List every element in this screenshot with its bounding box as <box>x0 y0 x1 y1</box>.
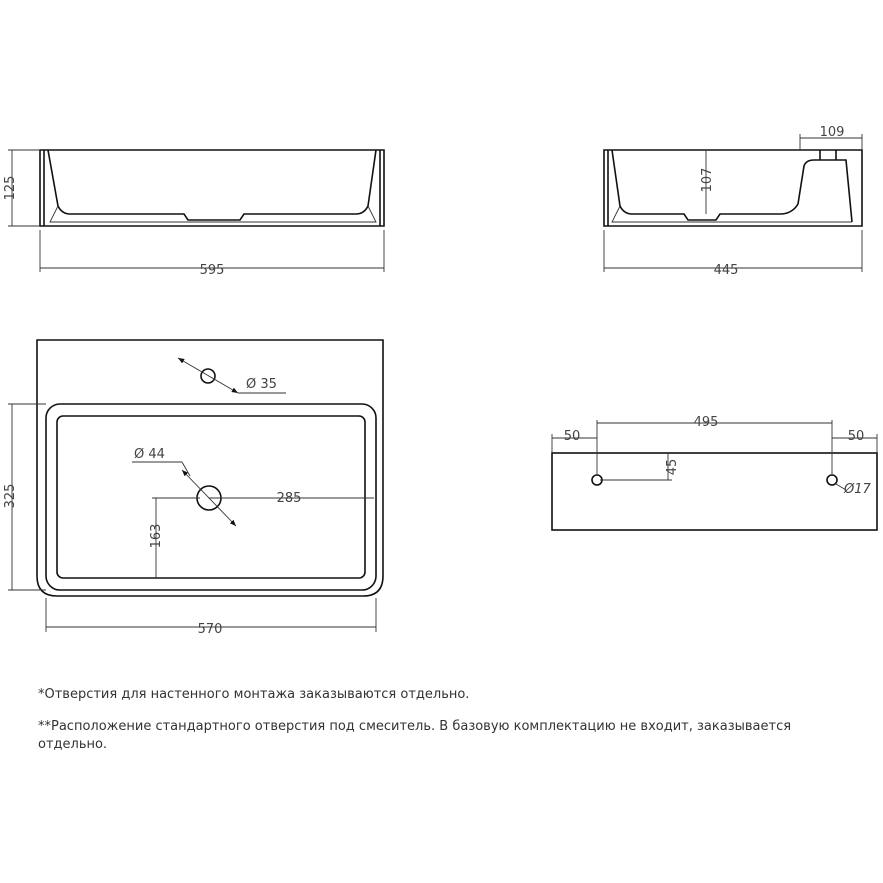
dim-side-inner-height: 107 <box>700 168 715 193</box>
dim-drain-offset-x: 285 <box>277 491 302 506</box>
front-view <box>8 149 385 272</box>
dim-mount-hole: Ø17 <box>843 482 872 497</box>
note-mounting-holes: *Отверстия для настенного монтажа заказы… <box>38 687 470 702</box>
dim-top-depth: 325 <box>3 484 18 509</box>
back-view <box>551 420 878 531</box>
dim-back-hole-spacing: 495 <box>694 415 719 430</box>
notes: *Отверстия для настенного монтажа заказы… <box>38 686 858 768</box>
dim-side-width: 445 <box>714 263 739 278</box>
dim-front-width: 595 <box>200 263 225 278</box>
dim-back-offset-right: 50 <box>848 429 865 444</box>
dim-top-inner-width: 570 <box>198 622 223 637</box>
top-view <box>8 339 384 632</box>
dim-drain-offset-y: 163 <box>149 524 164 549</box>
dim-back-offset-left: 50 <box>564 429 581 444</box>
dim-tap-hole: Ø 35 <box>246 377 277 392</box>
dim-front-height: 125 <box>3 176 18 201</box>
note-tap-hole: **Расположение стандартного отверстия по… <box>38 719 792 752</box>
mount-hole-right <box>826 474 838 486</box>
dim-drain-hole: Ø 44 <box>134 447 165 462</box>
dim-side-depth: 109 <box>820 125 845 140</box>
dim-back-hole-height: 45 <box>665 459 680 476</box>
side-view <box>603 134 863 272</box>
